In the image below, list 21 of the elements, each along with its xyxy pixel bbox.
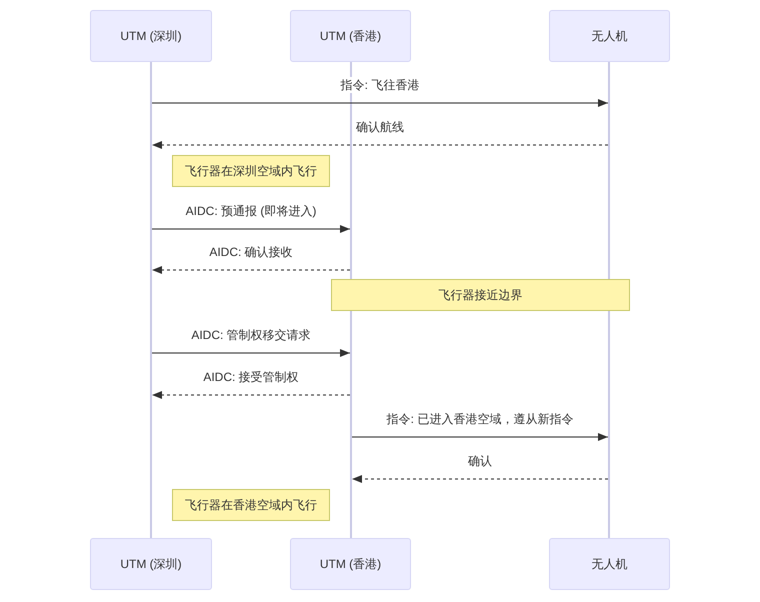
message-arrow [352,433,608,441]
message-label: 确认 [465,453,495,469]
message-arrow [152,141,608,149]
note-box: 飞行器接近边界 [331,279,630,311]
message-arrow [152,225,350,233]
lifeline [350,62,352,538]
participant-box: 无人机 [549,538,670,590]
message-arrow [152,266,350,274]
participant-box: UTM (深圳) [90,538,212,590]
participant-box: UTM (深圳) [90,10,212,62]
note-box: 飞行器在香港空域内飞行 [172,489,330,521]
message-arrow [152,349,350,357]
participant-box: UTM (香港) [290,10,411,62]
lifeline [150,62,152,538]
message-arrow [152,99,608,107]
message-arrow [352,475,608,483]
note-box: 飞行器在深圳空域内飞行 [172,155,330,187]
message-arrow [152,391,350,399]
participant-box: 无人机 [549,10,670,62]
lifeline [608,62,610,538]
participant-box: UTM (香港) [290,538,411,590]
